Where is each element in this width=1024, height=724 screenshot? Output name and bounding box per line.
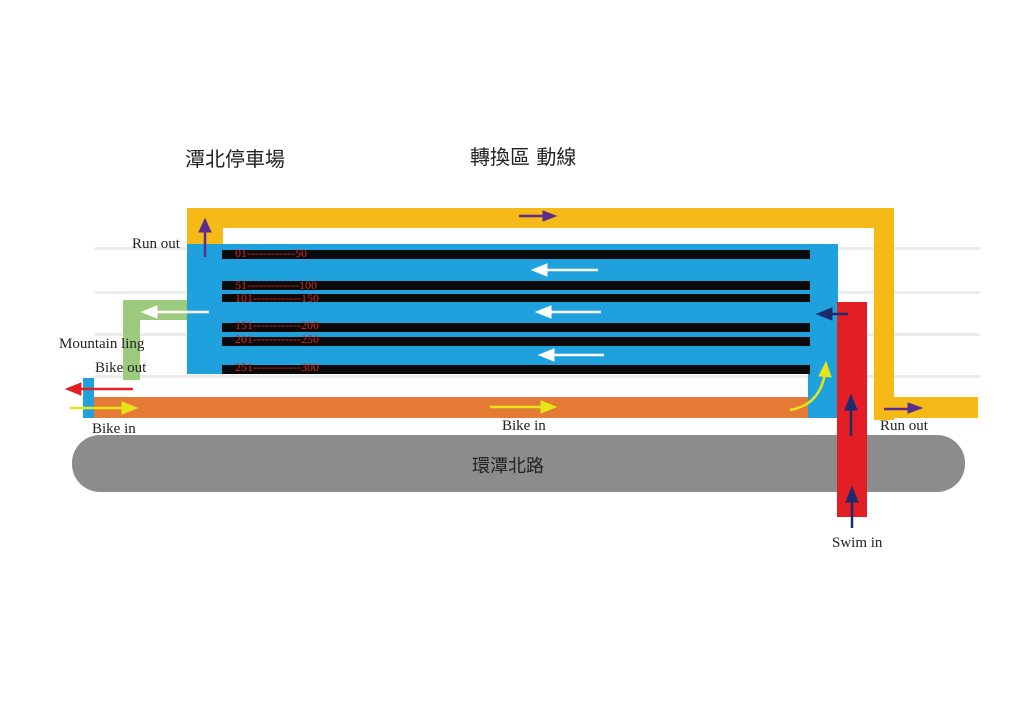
- arrow-mountain-left: [140, 305, 209, 319]
- arrow-run-out-right: [884, 402, 924, 414]
- arrow-bike-out-left: [64, 382, 133, 396]
- arrow-transition-left-1: [530, 263, 598, 277]
- bike-in-label-left: Bike in: [92, 421, 136, 437]
- arrow-bike-in-curve: [789, 360, 832, 412]
- rack-label-2: 51-------------100: [235, 278, 317, 292]
- swim-in-label: Swim in: [832, 535, 883, 551]
- arrow-swim-to-transition: [815, 307, 848, 321]
- arrow-swim-in-bottom: [845, 485, 859, 528]
- rack-label-3: 101------------150: [235, 291, 319, 305]
- arrow-swim-in-middle: [844, 393, 858, 436]
- arrows: [64, 210, 924, 528]
- mountain-ling-label: Mountain ling: [59, 336, 145, 352]
- bike-racks: [222, 250, 810, 374]
- arrow-bike-in-center: [490, 400, 558, 414]
- mountain-route: [123, 300, 193, 380]
- arrow-bike-in-left: [70, 401, 139, 415]
- bike-in-label-center: Bike in: [502, 418, 546, 434]
- arrow-run-right-top: [519, 210, 558, 222]
- rack-label-6: 251------------300: [235, 360, 319, 374]
- bike-route: [83, 397, 839, 418]
- road-ring-north: [72, 435, 965, 492]
- arrow-transition-left-2: [534, 305, 601, 319]
- rack-label-4: 151------------200: [235, 318, 319, 332]
- transition-route-title: 轉換區 動線: [470, 145, 577, 169]
- run-route: [187, 208, 978, 420]
- rack-label-1: 01------------50: [235, 246, 307, 260]
- rack-label-5: 201------------250: [235, 332, 319, 346]
- run-out-label-right: Run out: [880, 418, 928, 434]
- bike-out-label: Bike out: [95, 360, 147, 376]
- arrow-transition-left-3: [537, 348, 604, 362]
- parking-lot-title: 潭北停車場: [185, 147, 285, 171]
- arrow-run-out-up: [198, 217, 212, 257]
- transition-area: [83, 244, 838, 418]
- run-out-label-top: Run out: [132, 236, 180, 252]
- road-name-label: 環潭北路: [472, 456, 544, 477]
